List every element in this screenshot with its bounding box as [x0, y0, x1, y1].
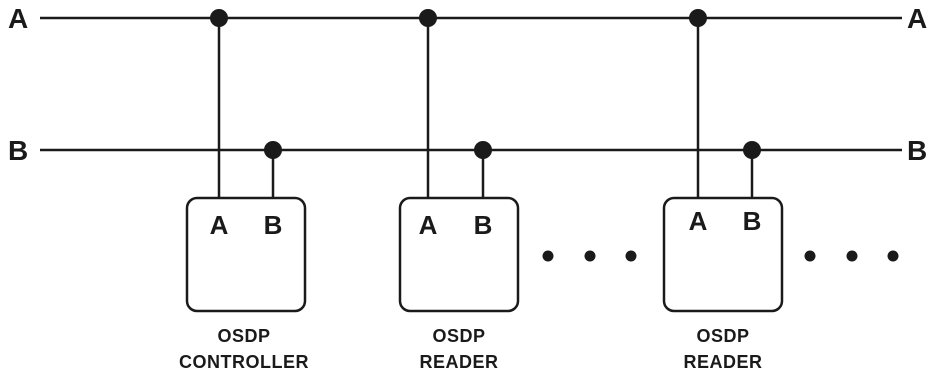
- junction-b-controller: [264, 141, 282, 159]
- terminal-b-reader-1: B: [474, 210, 493, 240]
- terminal-b-reader-2: B: [743, 206, 762, 236]
- junction-a-reader-1: [419, 9, 437, 27]
- junction-a-controller: [210, 9, 228, 27]
- ellipsis-dot: [625, 250, 637, 262]
- terminal-b-controller: B: [264, 210, 283, 240]
- device-box-reader-1: [398, 196, 520, 313]
- terminal-a-controller: A: [210, 210, 229, 240]
- ellipsis-dot: [584, 250, 596, 262]
- bus-b-left-label: B: [8, 135, 28, 166]
- device-label-line1: OSDP: [696, 326, 749, 346]
- device-label-line1: OSDP: [217, 326, 270, 346]
- device-controller: A B OSDP CONTROLLER: [179, 9, 309, 372]
- junction-a-reader-2: [689, 9, 707, 27]
- device-box-reader-2: [662, 196, 784, 313]
- device-reader-2: A B OSDP READER: [662, 9, 784, 372]
- ellipsis-dot: [542, 250, 554, 262]
- device-label-line2: READER: [683, 352, 762, 372]
- junction-b-reader-1: [474, 141, 492, 159]
- terminal-a-reader-2: A: [689, 206, 708, 236]
- ellipsis-dot: [846, 250, 858, 262]
- ellipsis-dot: [887, 250, 899, 262]
- device-label-line1: OSDP: [432, 326, 485, 346]
- device-label-line2: READER: [419, 352, 498, 372]
- junction-b-reader-2: [743, 141, 761, 159]
- bus-b-right-label: B: [907, 135, 927, 166]
- ellipsis-dot: [804, 250, 816, 262]
- terminal-a-reader-1: A: [419, 210, 438, 240]
- device-label-line2: CONTROLLER: [179, 352, 309, 372]
- device-reader-1: A B OSDP READER: [398, 9, 520, 372]
- device-box-controller: [185, 196, 307, 313]
- bus-a-right-label: A: [907, 3, 927, 34]
- continuation-ellipsis-2: [804, 250, 899, 262]
- continuation-ellipsis-1: [542, 250, 637, 262]
- bus-a-left-label: A: [8, 3, 28, 34]
